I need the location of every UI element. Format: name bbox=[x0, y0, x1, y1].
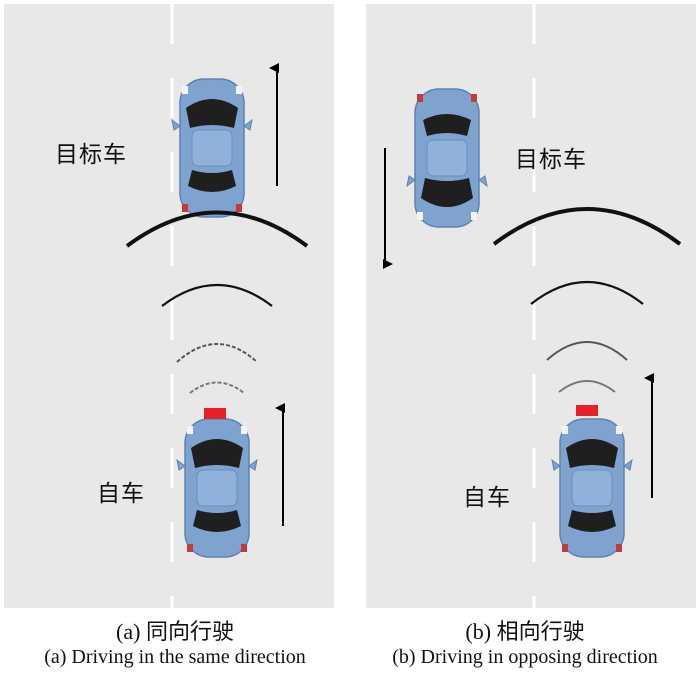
radar-sensor bbox=[576, 405, 598, 416]
target-car-label: 目标车 bbox=[55, 142, 127, 168]
caption-a-english: (a) Driving in the same direction bbox=[44, 646, 306, 668]
target-car-label: 目标车 bbox=[515, 147, 587, 173]
radar-wave-1 bbox=[125, 210, 309, 248]
panel-opposing-direction: 目标车 自车 bbox=[366, 4, 696, 608]
radar-wave-1 bbox=[492, 207, 682, 246]
ego-car-label: 自车 bbox=[97, 481, 145, 507]
panel-same-direction: 目标车 自车 bbox=[4, 4, 334, 608]
caption-b-chinese: (b) 相向行驶 bbox=[465, 619, 585, 644]
radar-wave-3 bbox=[546, 341, 628, 361]
ego-car bbox=[551, 418, 633, 558]
radar-sensor bbox=[204, 408, 226, 419]
radar-wave-4 bbox=[558, 380, 616, 393]
radar-wave-3 bbox=[176, 343, 258, 363]
scene-same-direction bbox=[4, 4, 334, 608]
scene-opposing-direction bbox=[366, 4, 696, 608]
target-car bbox=[171, 78, 253, 218]
caption-b-english: (b) Driving in opposing direction bbox=[392, 646, 658, 668]
radar-wave-2 bbox=[161, 283, 273, 307]
ego-car-label: 自车 bbox=[463, 485, 511, 511]
radar-wave-2 bbox=[530, 280, 644, 305]
target-car bbox=[406, 88, 488, 228]
ego-car bbox=[176, 418, 258, 558]
caption-a-chinese: (a) 同向行驶 bbox=[116, 619, 234, 644]
